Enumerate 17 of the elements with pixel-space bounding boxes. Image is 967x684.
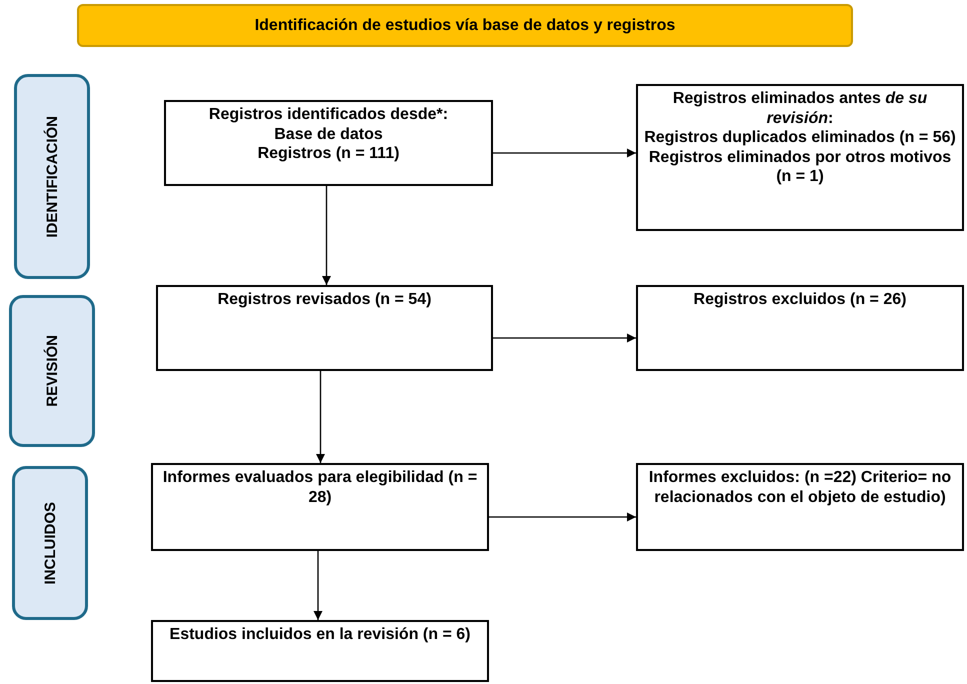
stage-label: INCLUIDOS xyxy=(12,466,88,620)
process-box: Registros eliminados antes de su revisión: Registros duplicados eliminados (n = 56) Registros eliminados por otros motivos (n = 1) xyxy=(636,84,964,231)
arrow xyxy=(493,148,636,158)
stage-label: IDENTIFICACIÓN xyxy=(14,74,90,279)
stage-label: REVISIÓN xyxy=(9,295,95,447)
arrow xyxy=(322,186,332,285)
arrow xyxy=(313,551,323,620)
process-box: Registros excluidos (n = 26) xyxy=(636,285,964,371)
process-box: Informes excluidos: (n =22) Criterio= no relacionados con el objeto de estudio) xyxy=(636,463,964,551)
arrow xyxy=(493,333,636,343)
process-box: Registros identificados desde*: Base de datos Registros (n = 111) xyxy=(164,100,493,186)
process-box: Estudios incluidos en la revisión (n = 6) xyxy=(151,620,489,682)
arrow xyxy=(489,512,636,522)
arrow xyxy=(316,371,326,463)
process-box: Registros revisados (n = 54) xyxy=(156,285,493,371)
title-banner: Identificación de estudios vía base de datos y registros xyxy=(77,4,853,47)
process-box: Informes evaluados para elegibilidad (n = 28) xyxy=(151,463,489,551)
